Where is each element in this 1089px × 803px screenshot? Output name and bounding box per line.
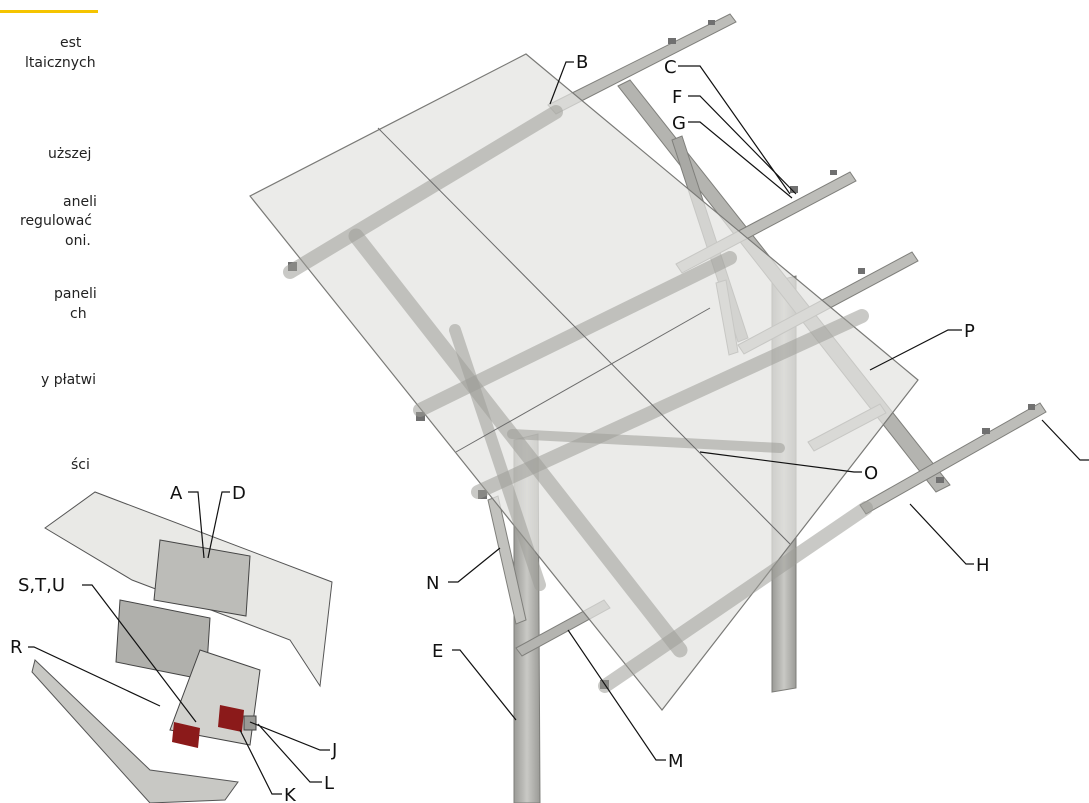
clamp-detail-inset (31, 491, 333, 803)
ground-mount-structure (249, 13, 1047, 803)
inset-bolt (243, 715, 257, 731)
label-n: N (426, 573, 439, 594)
sidebar-line: paneli (54, 286, 97, 302)
label-j: J (331, 740, 337, 761)
label-a: A (170, 483, 183, 504)
sidebar-line: oni. (65, 233, 91, 249)
inset-clamp-red-1 (218, 705, 244, 732)
sidebar-line: est (60, 35, 82, 51)
label-g: G (672, 113, 686, 134)
leader-lines (28, 61, 1089, 795)
sidebar-line: ści (71, 457, 90, 473)
inset-rail (31, 659, 239, 803)
sidebar-line: regulować (20, 213, 92, 229)
label-c: C (664, 57, 677, 78)
sidebar-line: y płatwi (41, 372, 96, 388)
inset-clamp-red-2 (172, 722, 200, 748)
panel-seam-horizontal (455, 307, 711, 453)
sidebar-accent-line (0, 10, 98, 13)
panel-seam-vertical (377, 127, 791, 545)
sidebar-text: est ltaicznych uższej aneli regulować on… (0, 10, 98, 473)
sidebar-line: aneli (63, 194, 97, 210)
label-d: D (232, 483, 246, 504)
label-l: L (324, 773, 334, 794)
label-h: H (976, 555, 990, 576)
solar-panel-array (249, 53, 919, 711)
sidebar-line: ltaicznych (25, 55, 96, 71)
label-k: K (284, 785, 297, 803)
panel-surface (249, 53, 919, 711)
label-e: E (432, 641, 443, 662)
label-m: M (668, 751, 684, 772)
sidebar-line: ch (70, 306, 87, 322)
label-r: R (10, 637, 23, 658)
sidebar-line: uższej (48, 146, 91, 162)
inset-clamp-top (153, 539, 251, 617)
label-f: F (672, 87, 682, 108)
callout-labels: B C F G P H O N E M A D S,T,U R J L K (10, 52, 990, 803)
label-p: P (964, 321, 975, 342)
label-o: O (864, 463, 878, 484)
label-b: B (576, 52, 588, 73)
label-stu: S,T,U (18, 575, 65, 596)
under-structure-shadow (283, 105, 873, 693)
